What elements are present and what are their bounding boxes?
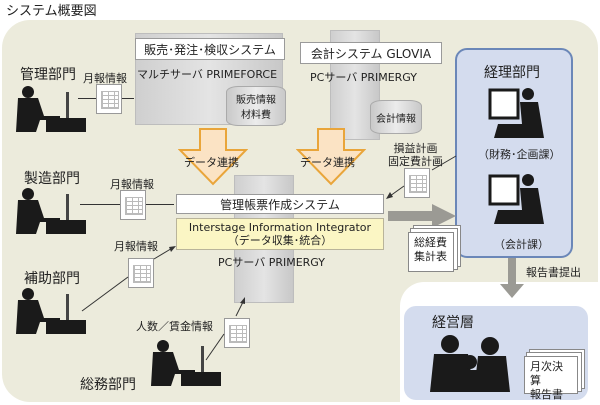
monthly-doc-line: 報告書 [530,388,563,401]
plan-label-line: 固定費計画 [388,155,443,168]
kanri-doc-label: 月報情報 [83,72,127,85]
sales-server-label: マルチサーバ PRIMEFORCE [137,68,278,81]
management-system-box: 管理帳票作成システム [176,194,384,214]
keiri-section-1: （財務･企画課） [478,148,561,161]
integrator-box: Interstage Information Integrator （データ収集… [176,218,384,250]
person-at-desk-icon [151,340,221,386]
diagram-title: システム概要図 [6,4,97,19]
seizo-doc-label: 月報情報 [110,178,154,191]
report-submit-label: 報告書提出 [526,266,581,279]
report-document-icon [128,258,154,288]
sales-system-box: 販売･発注･検収システム [135,38,285,60]
integrator-sub: （データ収集･統合） [227,234,333,247]
summary-doc-line: 総経費 [414,236,447,249]
connector-line [78,98,96,99]
person-at-desk-icon [16,288,86,334]
report-document-icon [404,168,430,198]
keiri-section-2: （会計課） [494,238,549,251]
monthly-report-document: 月次決算 報告書 [524,356,578,401]
accounting-database: 会計情報 [370,100,422,134]
somu-connector [205,297,245,361]
connector-arrow [146,204,174,205]
dept-kanri-label: 管理部門 [20,67,76,83]
report-document-icon [120,190,146,220]
data-link-arrow-2 [296,128,366,186]
monthly-doc-line: 月次決算 [530,360,563,387]
keiri-label: 経理部門 [484,65,540,81]
data-link-label-2: データ連携 [300,156,355,169]
hojo-doc-label: 月報情報 [114,240,158,253]
data-link-label-1: データ連携 [184,156,239,169]
person-at-monitor-icon [488,174,544,224]
dept-hojo-label: 補助部門 [24,271,80,287]
executive-label: 経営層 [432,315,474,331]
report-arrow [500,258,524,298]
dept-seizo-label: 製造部門 [24,171,80,187]
plan-label-line: 損益計画 [393,142,438,155]
dept-somu-label: 総務部門 [80,377,136,393]
db-label: 販売情報 [236,95,276,106]
plan-connector [386,155,457,199]
somu-doc-label: 人数／賃金情報 [136,320,213,333]
report-document-icon [224,318,250,348]
connector-arrow [122,98,134,99]
plan-label: 損益計画 固定費計画 [388,142,443,168]
summary-document: 総経費 集計表 [408,232,454,272]
integrator-name: Interstage Information Integrator [188,221,372,234]
person-at-monitor-icon [488,88,544,138]
data-link-arrow-1 [178,128,248,186]
management-server-label: PCサーバ PRIMERGY [218,256,326,269]
summary-doc-line: 集計表 [414,250,447,263]
meeting-people-icon [430,335,510,392]
db-label: 材料費 [241,110,271,121]
accounting-server-label: PCサーバ PRIMERGY [310,71,418,84]
output-arrow [388,204,456,228]
report-document-icon [96,84,122,114]
sales-database: 販売情報 材料費 [226,86,286,126]
person-at-desk-icon [16,86,86,132]
hojo-connector [81,246,176,312]
db-label: 会計情報 [376,113,416,125]
person-at-desk-icon [16,188,86,234]
accounting-system-box: 会計システム GLOVIA [300,42,442,64]
connector-line [80,204,120,205]
